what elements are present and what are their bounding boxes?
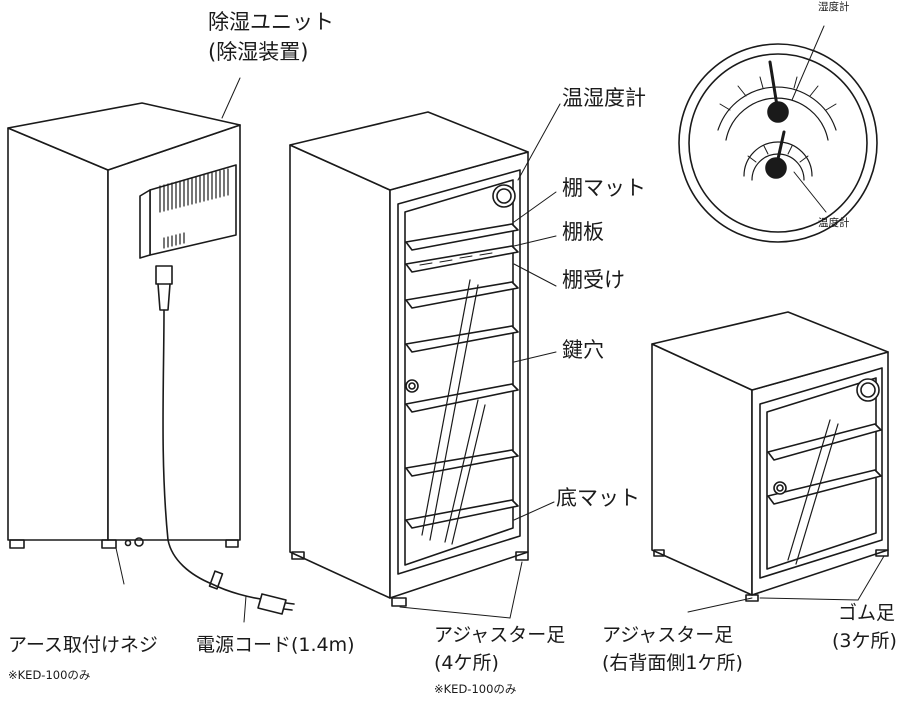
dehumidifier-vents [159,168,229,249]
label-adjuster-right-count: (右背面側1ケ所) [602,652,743,674]
label-bottom-mat: 底マット [556,486,640,510]
label-shelf-mat: 棚マット [562,176,646,200]
label-rubber-foot: ゴム足 [838,602,896,624]
label-shelf-bracket: 棚受け [562,268,625,292]
label-hygrometer: 温湿度計 [562,86,646,110]
label-keyhole: 鍵穴 [562,338,604,362]
label-power-cord: 電源コード(1.4m) [196,634,355,656]
label-adjuster-right: アジャスター足 [602,624,734,646]
hygrometer-detail [678,25,878,243]
label-earth-screw: アース取付けネジ [8,634,158,656]
label-rubber-foot-count: (3ケ所) [832,630,897,652]
label-earth-note: ※KED-100のみ [8,668,91,682]
label-humidity-meter: 湿度計 [818,1,850,13]
earth-screw-hole [124,539,132,547]
label-adjuster-center: アジャスター足 [434,624,566,646]
rear-cabinet [7,102,241,549]
power-cord [155,265,295,615]
label-dehumid-unit: 除湿ユニット [208,10,334,34]
label-adjuster-center-note: ※KED-100のみ [434,682,517,696]
label-adjuster-center-count: (4ケ所) [434,652,499,674]
label-shelf-board: 棚板 [562,220,604,244]
leader-lines [115,77,885,623]
earth-screw [134,537,144,547]
tall-cabinet [289,111,529,607]
label-temperature-meter: 温度計 [818,217,850,229]
door-reflection [421,279,486,545]
label-dehumid-device: (除湿装置) [208,40,309,64]
keyhole [405,379,419,393]
dehumidifier-unit [139,164,237,259]
glass-door [397,169,521,575]
small-cabinet [651,311,889,602]
